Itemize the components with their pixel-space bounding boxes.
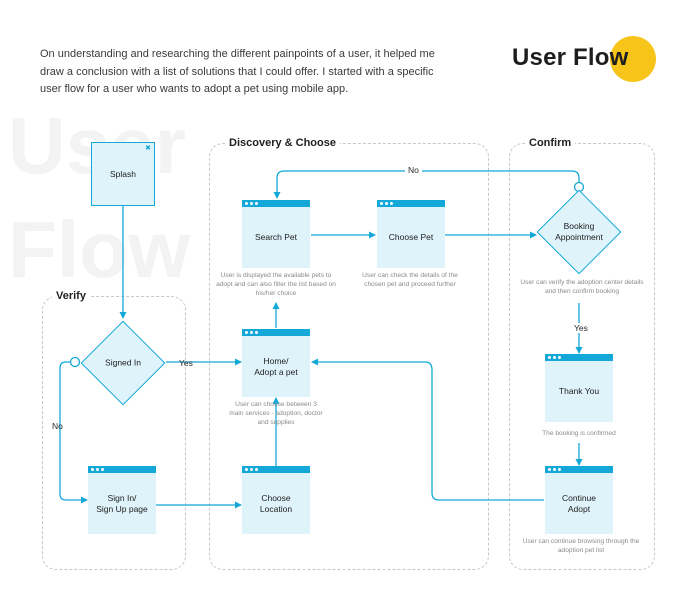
note-continue-adopt: User can continue browsing through the a… [522, 538, 640, 554]
window-dots-icon [548, 468, 561, 471]
note-booking: User can verify the adoption center deta… [520, 279, 644, 295]
edge-label-no: No [405, 165, 422, 175]
brand-logo: User Flow [512, 36, 672, 86]
region-discovery [209, 143, 489, 570]
watermark-word: Flow [8, 205, 191, 294]
window-dots-icon [245, 331, 258, 334]
node-sign-in-label: Sign In/ Sign Up page [96, 492, 148, 514]
node-continue-adopt: Continue Adopt [545, 466, 613, 534]
node-home-label: Home/ Adopt a pet [254, 355, 298, 377]
intro-text: On understanding and researching the dif… [40, 48, 435, 95]
node-home: Home/ Adopt a pet [242, 329, 310, 397]
window-dots-icon [245, 202, 258, 205]
note-search-pet: User is displayed the available pets to … [216, 272, 336, 297]
edge-label-yes: Yes [179, 358, 193, 368]
region-confirm [509, 143, 655, 570]
node-choose-pet: Choose Pet [377, 200, 445, 268]
region-discovery-title: Discovery & Choose [225, 137, 340, 149]
edge-signedin-no [59, 361, 88, 504]
node-thank-you-label: Thank You [558, 386, 600, 396]
node-search-pet: Search Pet [242, 200, 310, 268]
node-splash-label: Splash [110, 168, 136, 179]
close-icon: ✖ [145, 145, 151, 152]
brand-circle [610, 36, 656, 82]
note-home: User can choose between 3 main services … [229, 401, 323, 426]
region-verify [42, 296, 186, 570]
node-choose-location-label: Choose Location [259, 492, 293, 514]
window-dots-icon [91, 468, 104, 471]
window-dots-icon [548, 356, 561, 359]
node-sign-in: Sign In/ Sign Up page [88, 466, 156, 534]
edge-label-yes: Yes [572, 323, 590, 333]
node-continue-adopt-label: Continue Adopt [561, 492, 597, 514]
edge-label-no: No [52, 421, 63, 431]
edge-continue-home [311, 358, 544, 501]
window-dots-icon [380, 202, 393, 205]
region-verify-title: Verify [52, 290, 90, 302]
note-choose-pet: User can check the details of the chosen… [362, 272, 458, 288]
node-thank-you: Thank You [545, 354, 613, 422]
window-dots-icon [245, 468, 258, 471]
note-thank-you: The booking is confirmed [542, 430, 616, 437]
edge-booking-no [273, 170, 580, 199]
node-splash: ✖ Splash [91, 142, 155, 206]
node-choose-location: Choose Location [242, 466, 310, 534]
decision-signed-in-label: Signed In [105, 357, 141, 368]
brand-title: User Flow [512, 44, 629, 71]
decision-booking-label: Booking Appointment [555, 221, 603, 242]
region-confirm-title: Confirm [525, 137, 576, 149]
connector-start-dot [69, 356, 81, 368]
node-choose-pet-label: Choose Pet [388, 232, 434, 242]
node-search-pet-label: Search Pet [254, 232, 298, 242]
